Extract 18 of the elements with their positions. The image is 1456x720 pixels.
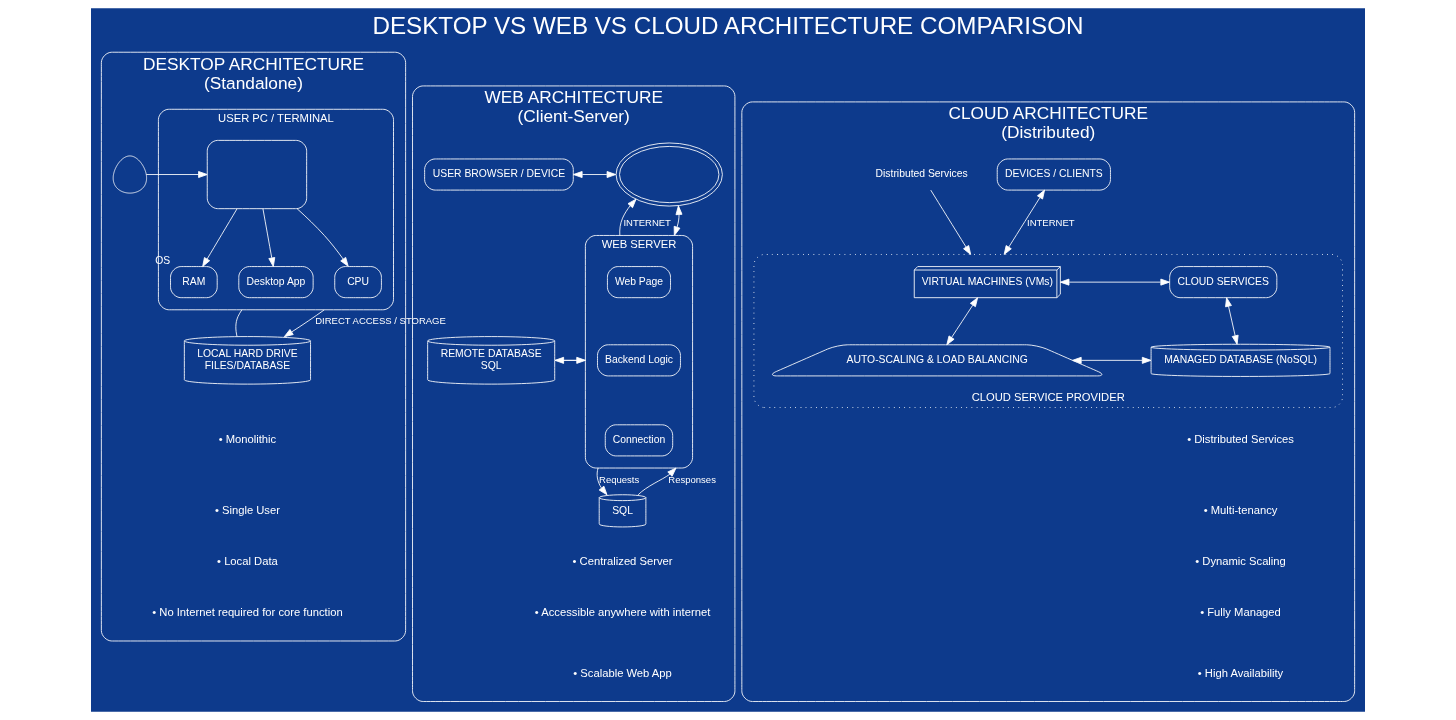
diagram-title: DESKTOP VS WEB VS CLOUD ARCHITECTURE COMPARISON	[372, 12, 1084, 40]
label: • High Availability	[1197, 666, 1284, 679]
label: • Multi-tenancy	[1203, 503, 1278, 516]
edge-label: INTERNET	[1027, 216, 1075, 228]
label: • Dynamic Scaling	[1195, 555, 1286, 568]
label: • Accessible anywhere with internet	[534, 606, 711, 619]
label: • Fully Managed	[1200, 606, 1281, 619]
label: • No Internet required for core function	[152, 606, 343, 619]
label: • Local Data	[217, 555, 278, 568]
label: • Monolithic	[218, 433, 277, 446]
label: • Single User	[214, 503, 280, 516]
edge-label: Responses	[668, 473, 716, 485]
label: • Distributed Services	[1187, 433, 1294, 446]
edge-label: Requests	[599, 473, 640, 485]
node-text: Distributed Services	[875, 168, 968, 180]
edge-label: INTERNET	[623, 216, 671, 228]
label: • Centralized Server	[572, 555, 673, 568]
label: • Scalable Web App	[573, 666, 672, 679]
